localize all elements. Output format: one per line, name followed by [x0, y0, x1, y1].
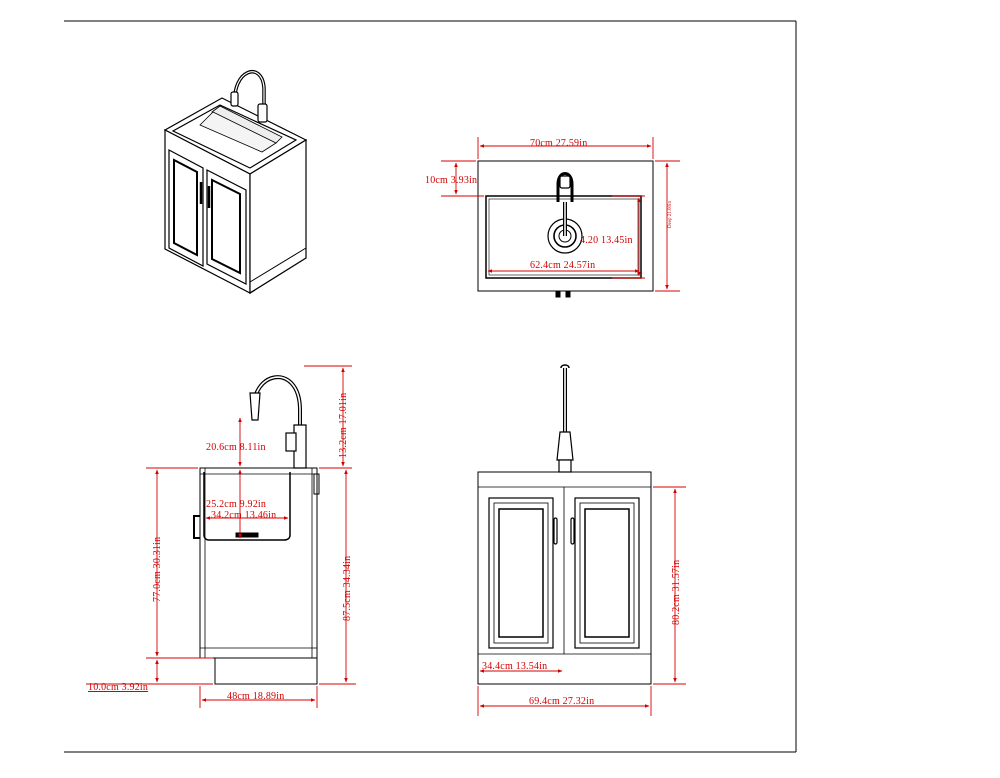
side-toe-kick-label: 10.0cm 3.92in — [88, 682, 148, 693]
top-bowl-width-label: 62.4cm 24.57in — [530, 260, 595, 271]
top-view: 70cm 27.59in 10cm 3.93in 4.20 13.45in 62… — [425, 137, 680, 298]
side-spout-height-label: 20.6cm 8.11in — [206, 442, 266, 453]
side-view: 13.2cm 17.01in 20.6cm 8.11in 25.2cm 9.92… — [86, 365, 356, 708]
side-cabinet-height-label: 77.0cm 30.31in — [152, 537, 163, 602]
front-width-label: 69.4cm 27.32in — [529, 696, 594, 707]
isometric-view — [163, 70, 308, 295]
front-cabinet-height-label: 80.2cm 31.57in — [671, 560, 682, 625]
side-bowl-height-label: 25.2cm 9.92in — [206, 499, 266, 510]
front-view: 80.2cm 31.57in 34.4cm 13.54in 69.4cm 27.… — [477, 364, 686, 716]
sheet-frame — [64, 20, 797, 753]
top-depth-offset-label: 10cm 3.93in — [425, 175, 477, 186]
top-overall-depth-label: Deep 21.00in — [668, 201, 673, 228]
top-width-label: 70cm 27.59in — [530, 138, 587, 149]
side-depth-label: 48cm 18.89in — [227, 691, 284, 702]
side-faucet-height-label: 13.2cm 17.01in — [338, 393, 349, 458]
side-bowl-width-label: 34.2cm 13.46in — [211, 510, 276, 521]
top-bowl-depth-label: 4.20 13.45in — [580, 235, 633, 246]
side-total-height-label: 87.5cm 34.34in — [342, 556, 353, 621]
front-door-width-label: 34.4cm 13.54in — [482, 661, 547, 672]
